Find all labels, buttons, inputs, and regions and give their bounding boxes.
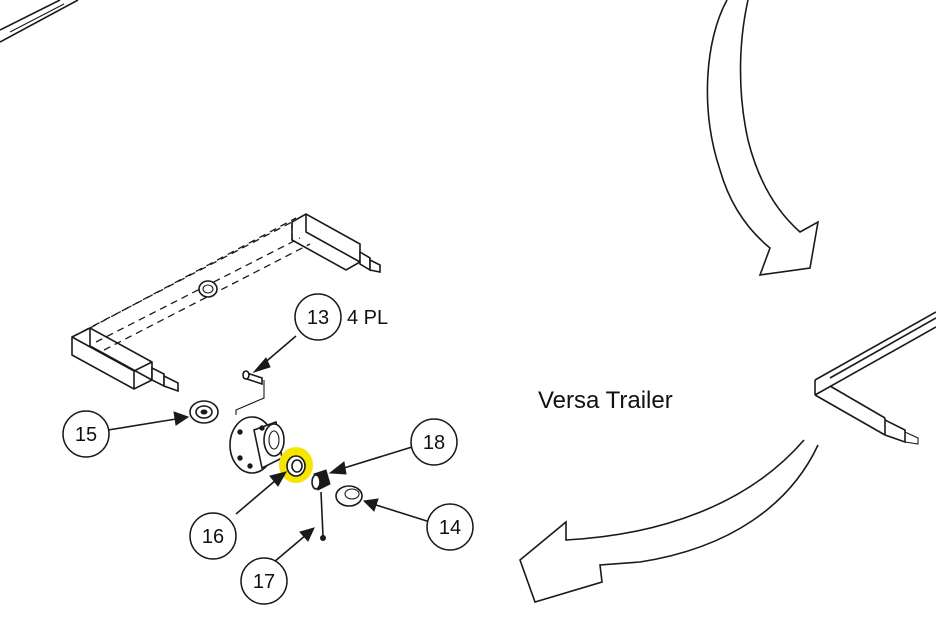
leader-16	[235, 479, 277, 515]
callout-17: 17	[240, 557, 288, 605]
callout-14-label: 14	[439, 517, 461, 539]
leader-17	[273, 534, 307, 563]
part-dust-cap	[335, 485, 363, 507]
part-nut	[311, 469, 331, 491]
part-inner-bearing	[189, 400, 219, 424]
part-cotter-pin	[320, 491, 326, 541]
part-hub	[229, 416, 285, 474]
callout-15: 15	[62, 410, 110, 458]
frame-fragment-right	[814, 311, 936, 445]
curved-arrow-top-right	[706, 0, 820, 276]
stud-to-hub-line	[235, 380, 265, 415]
curved-arrow-bottom	[519, 439, 819, 603]
callout-16-label: 16	[202, 526, 224, 548]
part-outer-bearing-highlighted	[279, 447, 313, 483]
leader-18	[343, 446, 413, 469]
callout-18-label: 18	[423, 432, 445, 454]
axle-frame	[71, 213, 381, 393]
leader-13	[261, 335, 297, 366]
callout-16: 16	[189, 512, 237, 560]
callout-13-note: 4 PL	[347, 307, 388, 329]
leader-lines	[107, 335, 431, 563]
callout-14: 14	[426, 503, 474, 551]
frame-fragment-top-left	[0, 0, 79, 43]
diagram-title: Versa Trailer	[538, 387, 673, 414]
callout-13-label: 13	[307, 307, 329, 329]
callout-17-label: 17	[253, 571, 275, 593]
leader-14	[375, 504, 431, 523]
callout-13: 13 4 PL	[294, 293, 388, 341]
callout-18: 18	[410, 418, 458, 466]
part-stud	[242, 370, 263, 386]
leader-15	[107, 418, 177, 431]
callout-15-label: 15	[75, 424, 97, 446]
